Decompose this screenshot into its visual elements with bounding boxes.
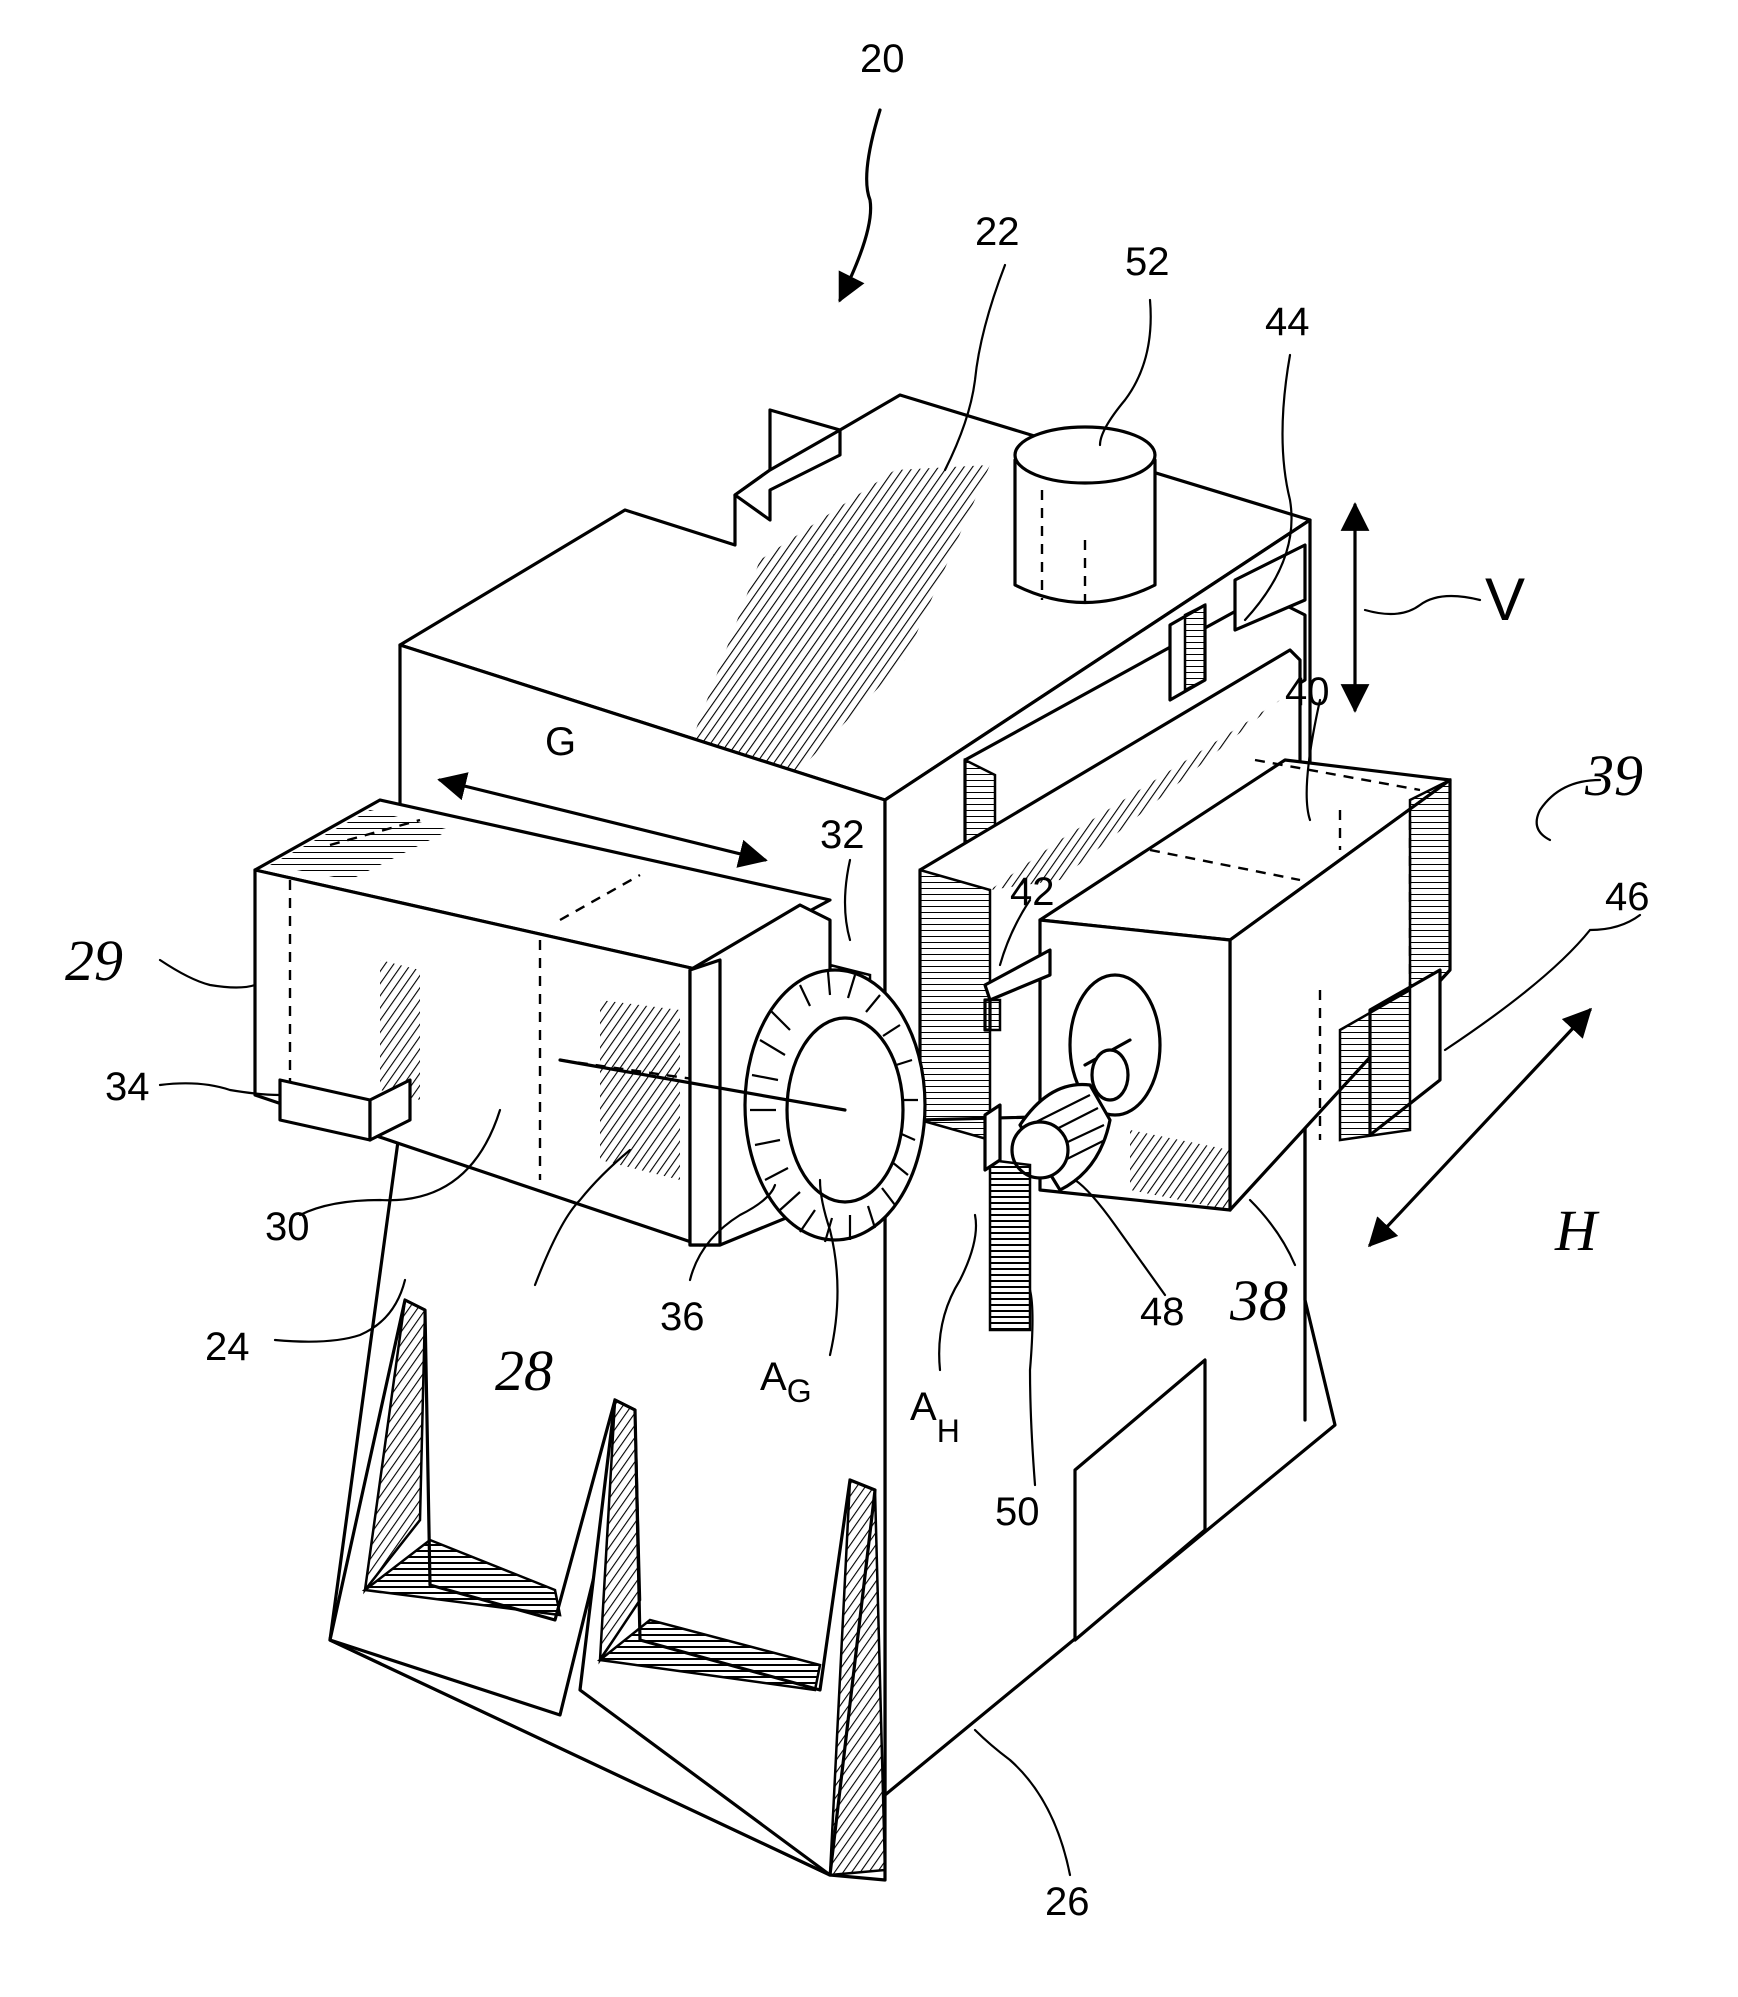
label-36: 36 — [660, 1295, 705, 1339]
label-52: 52 — [1125, 240, 1170, 284]
label-42: 42 — [1010, 870, 1055, 914]
label-40: 40 — [1285, 670, 1330, 714]
label-20: 20 — [860, 37, 905, 81]
label-26: 26 — [1045, 1880, 1090, 1924]
label-direction-g: G — [545, 720, 576, 764]
axis-pinion-base: A — [910, 1385, 937, 1429]
label-46: 46 — [1605, 875, 1650, 919]
axis-gear-sub: G — [787, 1373, 812, 1409]
label-44: 44 — [1265, 300, 1310, 344]
label-29: 29 — [65, 928, 123, 993]
label-38: 38 — [1229, 1268, 1288, 1333]
label-22: 22 — [975, 210, 1020, 254]
label-24: 24 — [205, 1325, 250, 1369]
label-28: 28 — [495, 1338, 553, 1403]
label-direction-h: H — [1554, 1198, 1600, 1263]
axis-pinion-sub: H — [937, 1413, 960, 1449]
label-34: 34 — [105, 1065, 150, 1109]
motor-52 — [1015, 427, 1155, 610]
label-48: 48 — [1140, 1290, 1185, 1334]
label-39: 39 — [1584, 743, 1643, 808]
label-30: 30 — [265, 1205, 310, 1249]
label-50: 50 — [995, 1490, 1040, 1534]
axis-gear-base: A — [760, 1355, 787, 1399]
label-direction-v: V — [1485, 566, 1525, 633]
label-32: 32 — [820, 813, 865, 857]
assembly-pointer-arrow — [840, 110, 880, 300]
